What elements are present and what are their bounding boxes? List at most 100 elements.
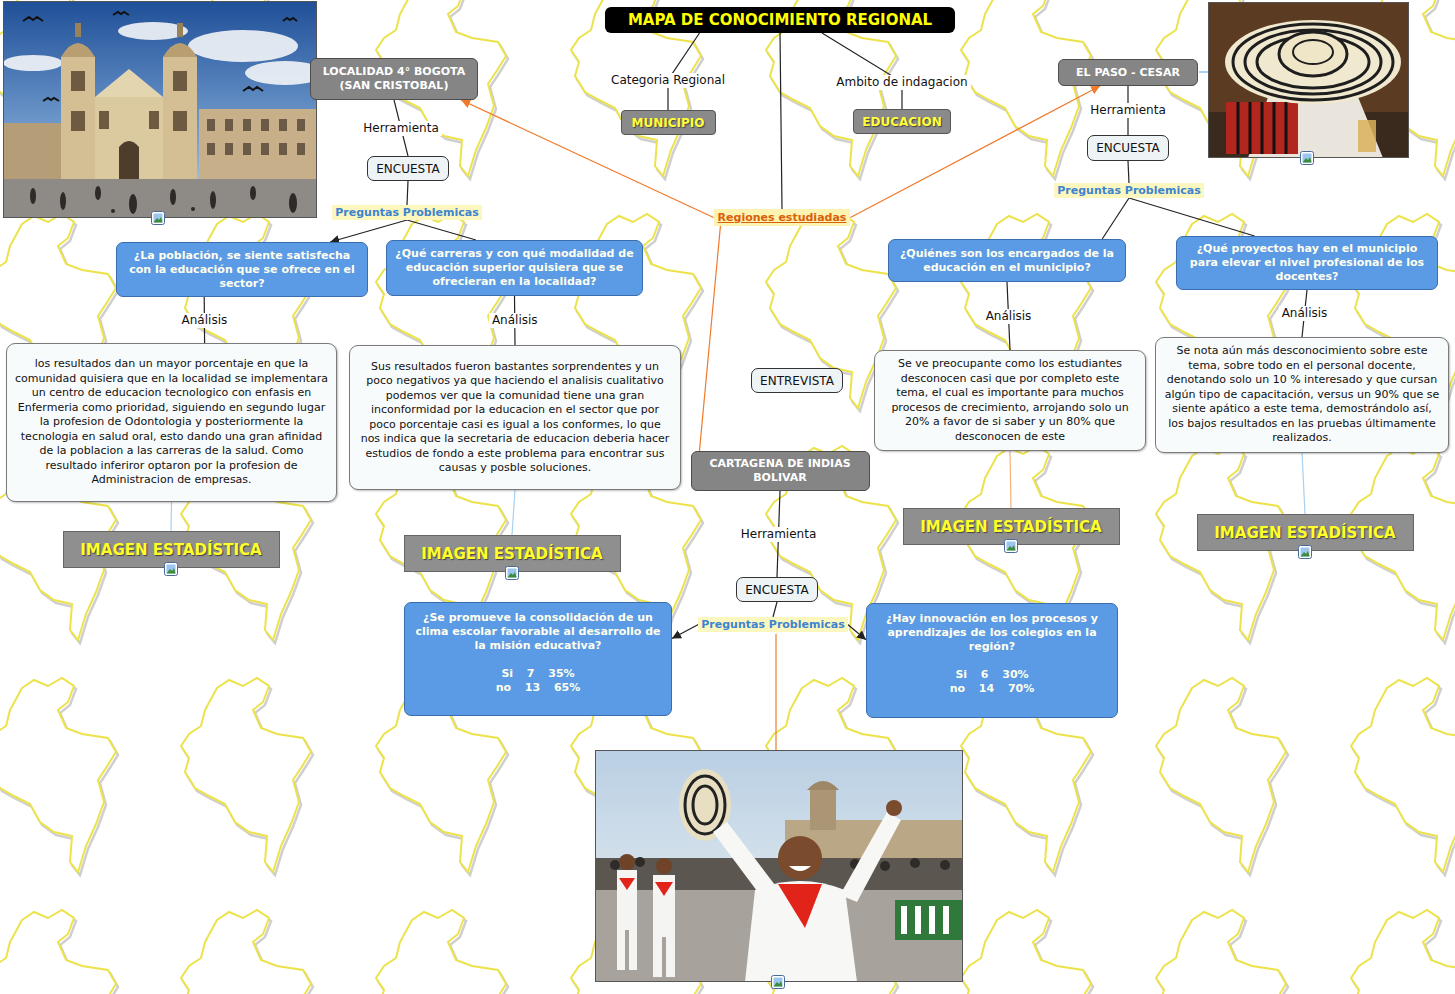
node-text: Preguntas Problemicas (1057, 184, 1200, 197)
cathedral-photo (71, 111, 85, 131)
title-box: MAPA DE CONOCIMIENTO REGIONAL (605, 7, 955, 33)
cathedral-photo (30, 186, 297, 214)
cartagena-photo (619, 854, 635, 870)
region-box: LOCALIDAD 4° BOGOTA (SAN CRISTOBAL) (310, 58, 478, 100)
sombrero-photo (1226, 102, 1298, 154)
cartagena-photo (778, 884, 822, 928)
cartagena-photo (653, 875, 675, 937)
node-text: ENCUESTA (745, 583, 809, 597)
tool-box: ENCUESTA (736, 577, 818, 602)
link-label: Herramienta (738, 527, 820, 542)
statistic-box: IMAGEN ESTADÍSTICA (1197, 514, 1414, 551)
image-icon (164, 562, 178, 576)
link-label: Análisis (489, 313, 541, 328)
connector (512, 490, 515, 535)
image-icon (152, 212, 165, 225)
cathedral-photo (297, 119, 305, 131)
node-text: Si 6 30% (955, 668, 1028, 682)
linking-band: Preguntas Problemicas (332, 205, 481, 220)
sombrero-photo (1208, 2, 1409, 158)
cartagena-photo (713, 822, 775, 895)
statistic-box: IMAGEN ESTADÍSTICA (903, 508, 1120, 545)
sombrero-photo (1233, 24, 1393, 100)
node-text: IMAGEN ESTADÍSTICA (80, 541, 261, 559)
sombrero-photo (1261, 102, 1264, 154)
cathedral-photo (283, 18, 297, 21)
cartagena-photo (840, 812, 901, 902)
analysis-box: Se nota aún más desconocimiento sobre es… (1155, 337, 1449, 453)
cathedral-photo (99, 111, 109, 129)
cathedral-photo (163, 57, 197, 181)
image-icon (1303, 157, 1312, 163)
node-text: LOCALIDAD 4° BOGOTA (SAN CRISTOBAL) (315, 65, 473, 93)
cartagena-photo (653, 937, 662, 977)
statistic-box: IMAGEN ESTADÍSTICA (404, 535, 621, 572)
cathedral-photo (297, 143, 305, 155)
cathedral-photo (163, 43, 197, 57)
link-label: Herramienta (360, 121, 442, 136)
node-text: Regiones estudiadas (718, 211, 847, 224)
connector (330, 220, 407, 242)
sombrero-photo (1209, 3, 1409, 158)
connector (822, 33, 902, 109)
cartagena-photo (745, 881, 857, 982)
question-box: ¿Qué proyectos hay en el municipio para … (1176, 236, 1438, 290)
cathedral-photo (118, 22, 188, 40)
analysis-box: Sus resultados fueron bastantes sorprend… (349, 345, 681, 490)
image-icon (1298, 545, 1312, 559)
question-box: ¿Qué carreras y con qué modalidad de edu… (386, 240, 643, 296)
cathedral-photo (30, 188, 36, 204)
image-icon (774, 981, 783, 987)
cathedral-photo (261, 143, 269, 155)
node-text: EDUCACION (862, 115, 942, 129)
node-text: CARTAGENA DE INDIAS BOLIVAR (696, 457, 865, 485)
image-icon (154, 217, 163, 223)
connector (780, 33, 782, 209)
cartagena-photo (901, 906, 949, 934)
image-icon (154, 214, 163, 223)
linking-band: Preguntas Problemicas (698, 617, 847, 632)
cartagena-photo (910, 858, 920, 868)
image-icon (1004, 539, 1018, 553)
category-box: MUNICIPIO (621, 110, 716, 135)
cathedral-photo (43, 98, 59, 101)
cathedral-photo (173, 71, 187, 91)
analysis-box: Se ve preocupante como los estudiantes d… (874, 350, 1146, 451)
cathedral-photo (4, 2, 317, 218)
cartagena-photo (685, 776, 725, 834)
link-label: Análisis (179, 313, 231, 328)
cathedral-photo (210, 191, 216, 209)
sombrero-photo (1273, 102, 1276, 154)
cathedral-photo (95, 69, 163, 97)
cartagena-photo (940, 860, 950, 870)
cartagena-photo (617, 854, 637, 970)
sombrero-photo (1279, 32, 1347, 76)
connector (1010, 451, 1011, 508)
cathedral-photo (95, 186, 101, 200)
cathedral-photo (3, 55, 63, 71)
cathedral-photo (289, 193, 297, 213)
sombrero-photo (1237, 102, 1240, 154)
cathedral-photo (119, 141, 139, 181)
cathedral-photo (191, 207, 195, 211)
cartagena-photo (655, 882, 673, 896)
node-text: ¿Hay innovación en los procesos y aprend… (875, 612, 1109, 654)
region-link-band: Regiones estudiadas (714, 209, 851, 226)
cartagena-photo (666, 937, 675, 977)
cathedral-photo (61, 57, 95, 181)
cartagena-photo (619, 878, 635, 890)
cathedral-photo (188, 30, 298, 62)
cathedral-photo (71, 71, 187, 131)
cathedral-photo (3, 123, 61, 181)
cartagena-photo (943, 906, 949, 934)
cartagena-photo (915, 906, 921, 934)
sombrero-photo (1285, 102, 1288, 154)
node-text: MAPA DE CONOCIMIENTO REGIONAL (628, 11, 932, 29)
node-text: IMAGEN ESTADÍSTICA (1214, 524, 1395, 542)
connector (407, 220, 476, 240)
image-icon (1300, 151, 1314, 165)
node-text: ¿Se promueve la consolidación de un clim… (413, 611, 663, 653)
connector (773, 602, 777, 617)
cartagena-photo (595, 750, 963, 982)
link-label: Análisis (983, 309, 1035, 324)
